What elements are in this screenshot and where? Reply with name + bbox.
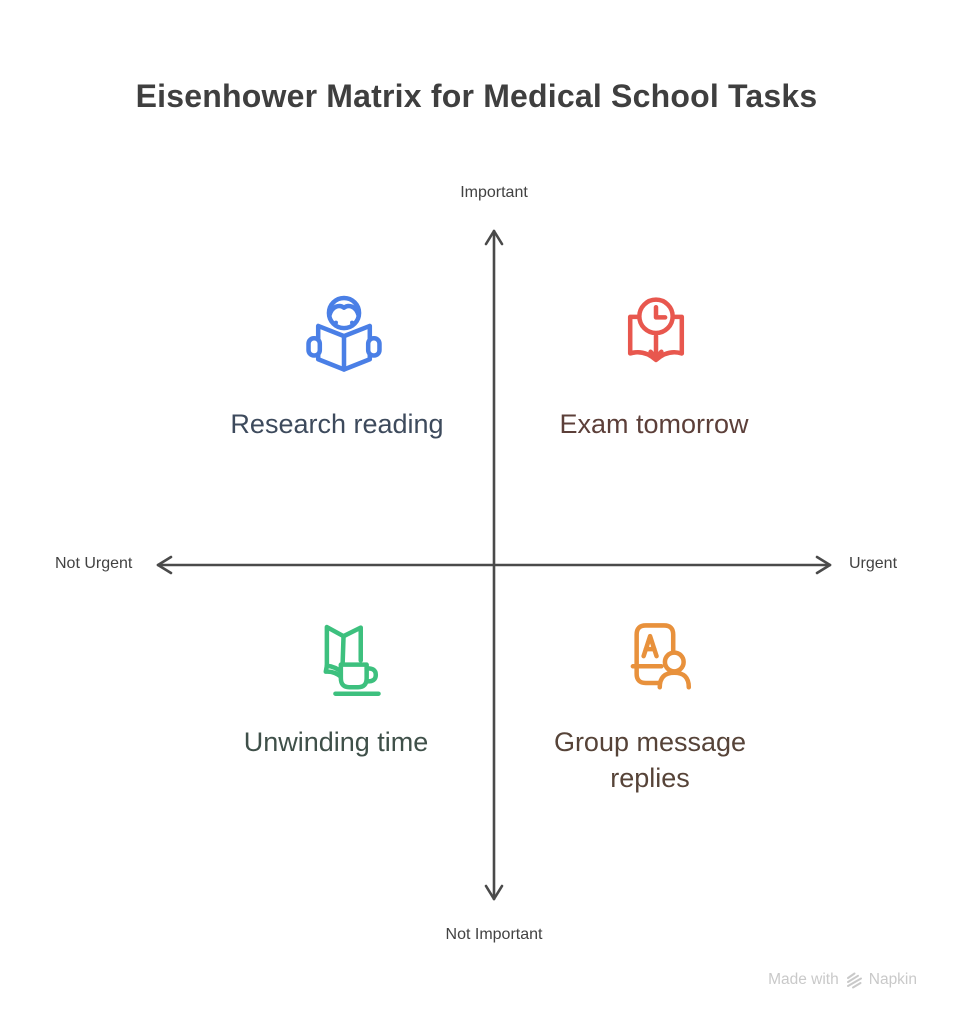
axis-label-not-urgent: Not Urgent	[55, 555, 133, 572]
quadrant-label-exam-tomorrow: Exam tomorrow	[559, 409, 749, 439]
napkin-logo-icon	[846, 972, 862, 989]
axis-label-important: Important	[460, 184, 528, 201]
axis-label-not-important: Not Important	[445, 926, 543, 943]
person-reading-book-icon	[301, 291, 387, 377]
axis-label-urgent: Urgent	[849, 555, 898, 572]
watermark-brand: Napkin	[868, 971, 917, 988]
book-and-mug-icon	[300, 612, 386, 698]
watermark-prefix: Made with	[768, 971, 839, 988]
quadrant-label-research-reading: Research reading	[230, 409, 444, 439]
made-with-napkin-watermark: Made with Napkin	[768, 971, 917, 989]
quadrant-label-group-message-replies: Group message replies	[553, 727, 747, 793]
contact-card-person-icon	[613, 612, 699, 698]
quadrant-label-unwinding-time: Unwinding time	[243, 727, 429, 757]
book-with-clock-icon	[613, 290, 699, 376]
page-title: Eisenhower Matrix for Medical School Tas…	[135, 78, 818, 114]
